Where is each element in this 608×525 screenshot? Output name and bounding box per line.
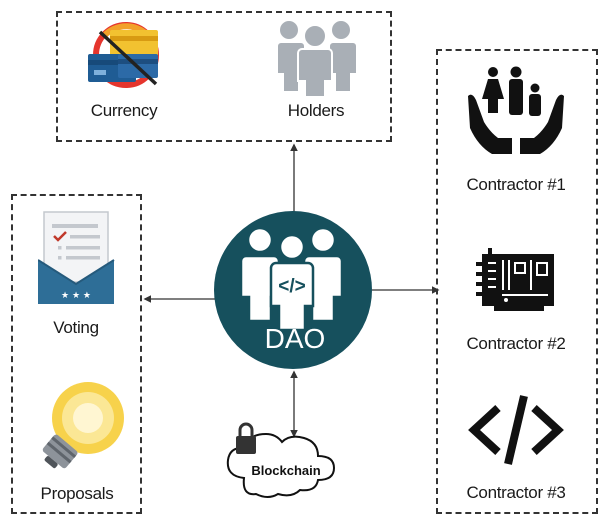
family-care-icon — [468, 66, 564, 154]
right-group-box — [436, 49, 598, 514]
dao-node: </> — [214, 211, 372, 369]
contractor-3-label: Contractor #3 — [466, 483, 566, 502]
holders-label: Holders — [287, 101, 345, 120]
people-icon — [239, 226, 344, 332]
currency-label: Currency — [90, 101, 158, 120]
contractor-2-label: Contractor #2 — [466, 334, 566, 353]
circuit-board-icon — [476, 248, 554, 311]
ballot-icon: ★ ★ ★ — [38, 211, 115, 304]
voting-label: Voting — [53, 318, 99, 337]
contractor-1-label: Contractor #1 — [466, 175, 566, 194]
holders-icon — [276, 19, 358, 98]
dao-label: DAO — [264, 323, 326, 354]
left-group-box — [11, 194, 142, 514]
top-group-box — [56, 11, 392, 142]
blockchain-label: Blockchain — [251, 463, 321, 478]
code-glyph: </> — [278, 276, 305, 297]
lightbulb-icon — [42, 382, 124, 469]
locked-cloud-icon — [226, 422, 336, 498]
svg-text:★ ★ ★: ★ ★ ★ — [61, 291, 91, 301]
code-icon — [468, 395, 564, 465]
proposals-label: Proposals — [40, 484, 114, 503]
currency-icon — [88, 22, 159, 88]
